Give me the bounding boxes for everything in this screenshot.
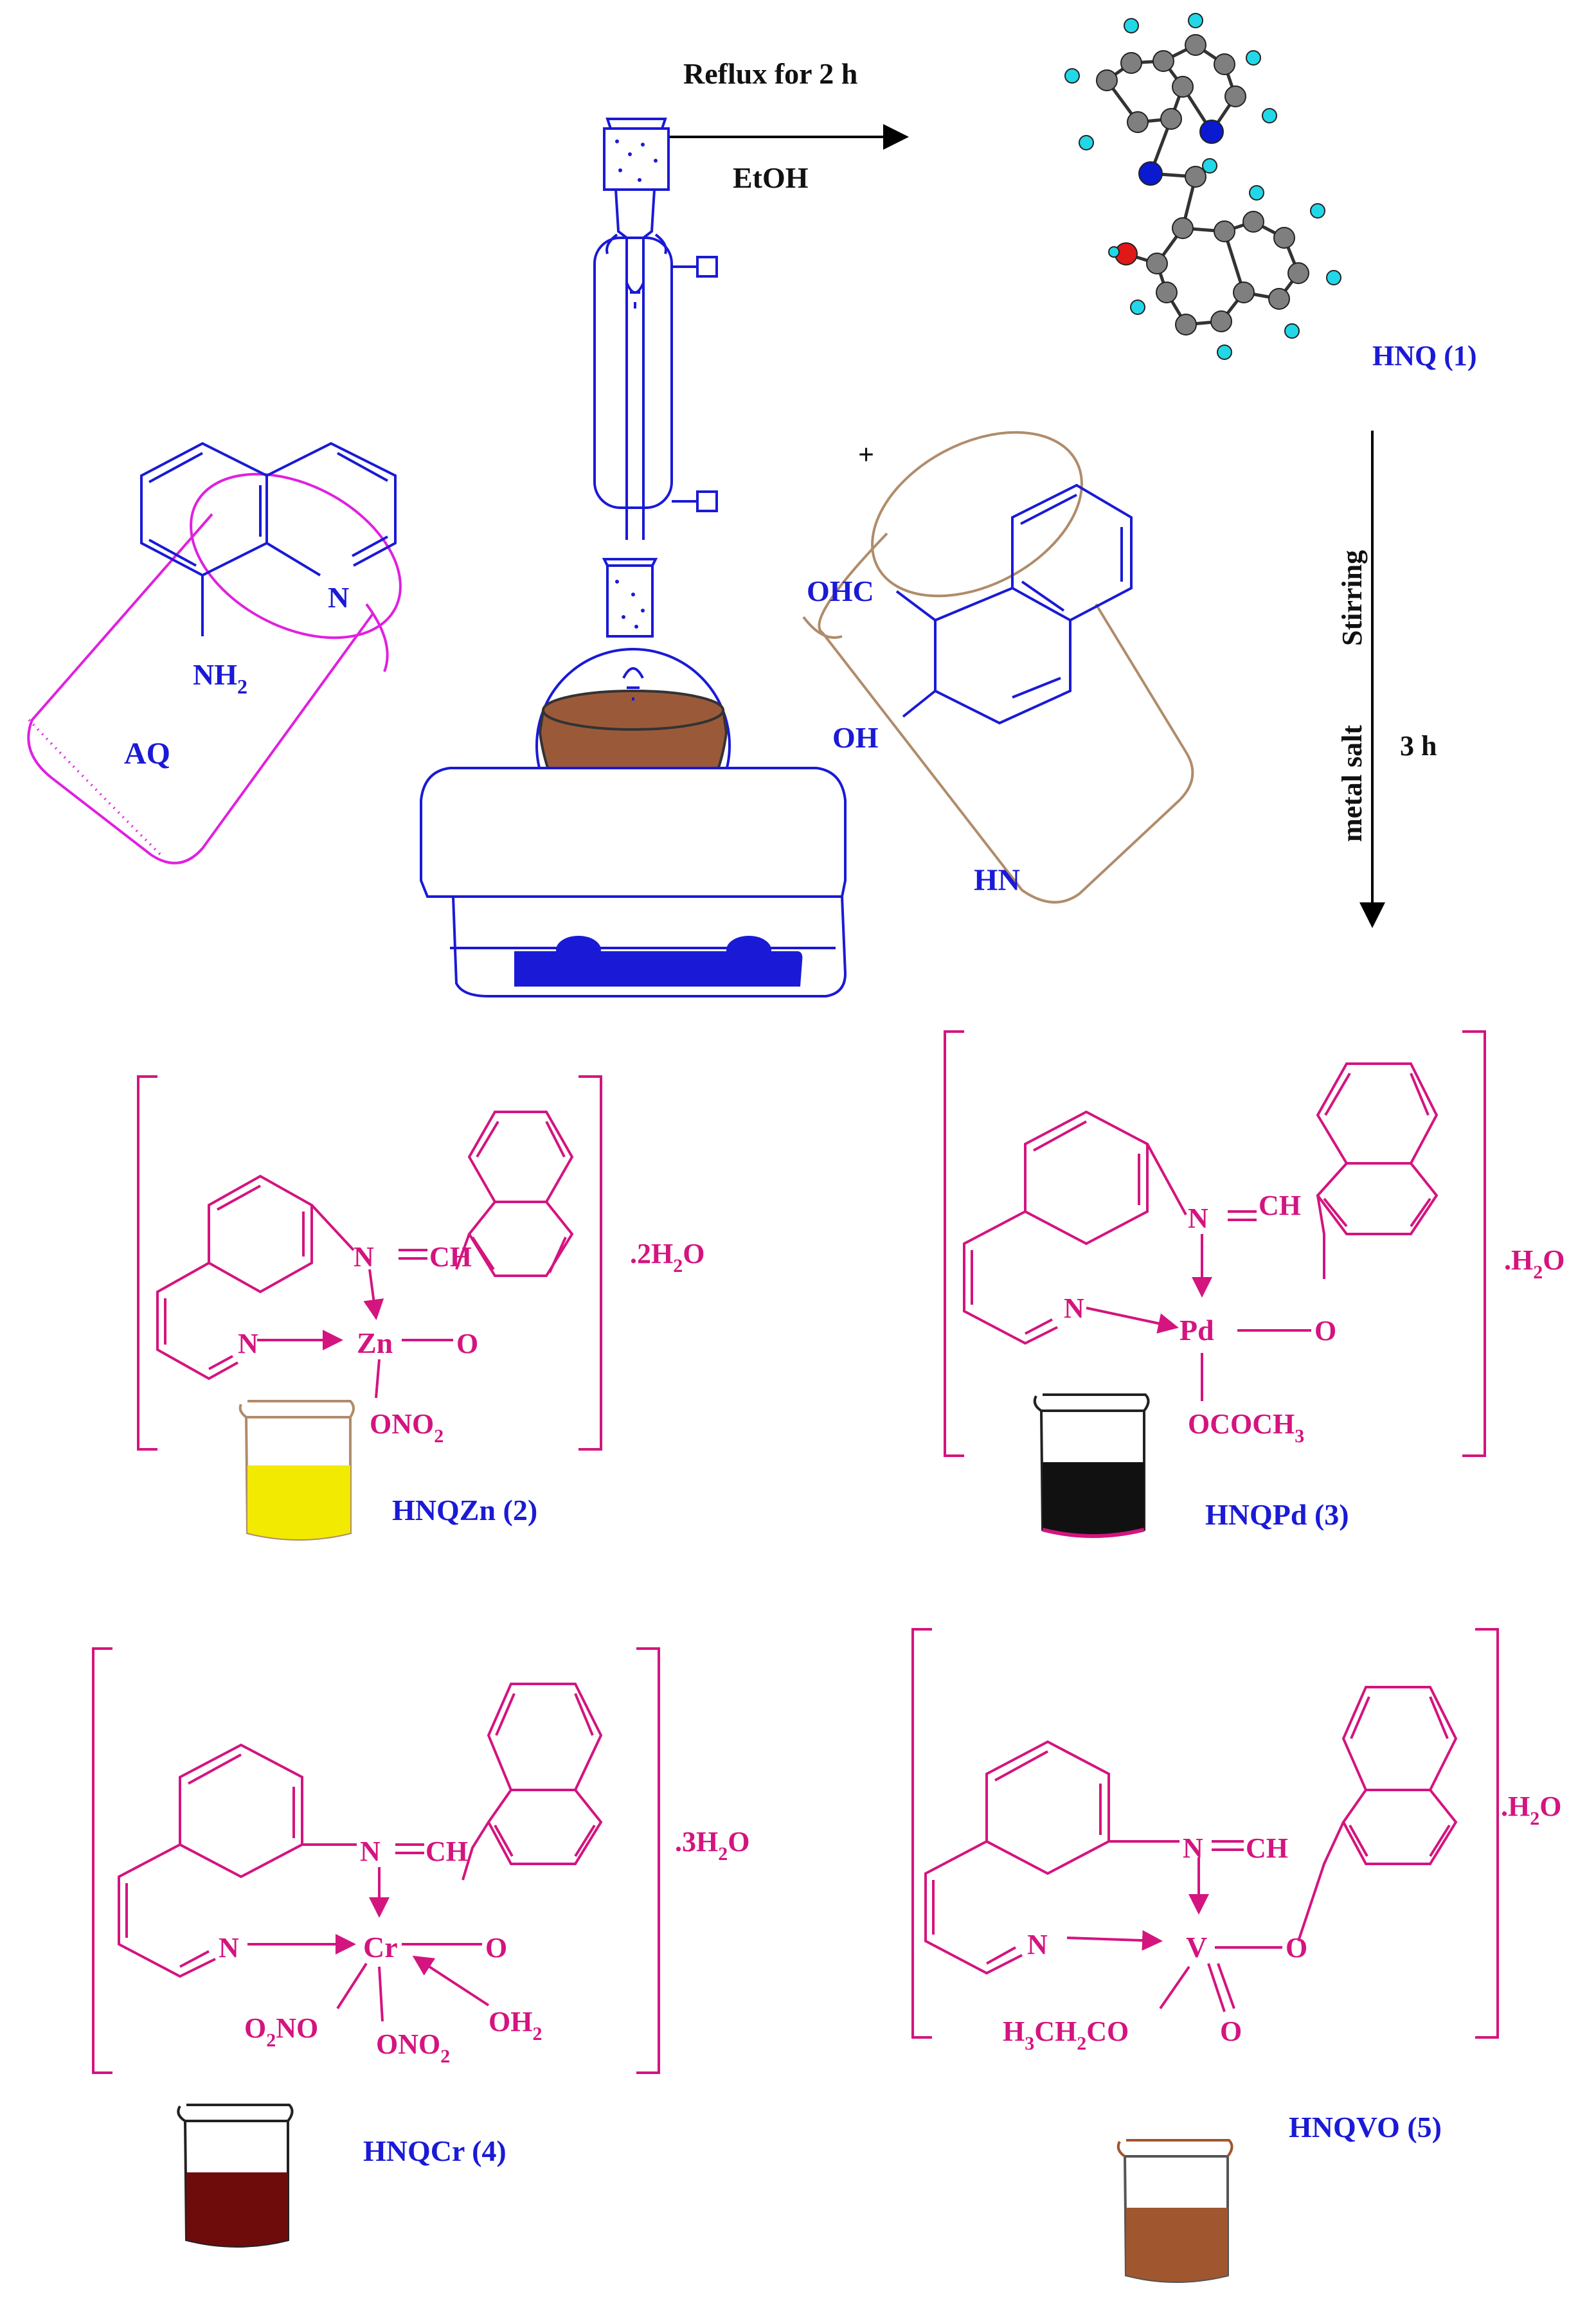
heater-knobs	[514, 936, 803, 987]
time-label: 3 h	[1400, 730, 1437, 762]
frit-dots	[615, 139, 658, 629]
vo-imine-n: N	[1183, 1832, 1203, 1864]
vo-n: N	[1027, 1929, 1048, 1960]
stirring-label: Stirring	[1336, 550, 1368, 646]
metal-salt-label: metal salt	[1336, 725, 1368, 842]
zn-metal: Zn	[357, 1327, 393, 1359]
vo-ch: CH	[1246, 1832, 1288, 1864]
pd-metal: Pd	[1179, 1314, 1214, 1346]
pd-imine-n: N	[1188, 1203, 1208, 1234]
cr-beaker	[177, 2104, 294, 2248]
cr-ligand-c: OH2	[489, 2006, 542, 2044]
complex-cr: N CH N Cr O O2NO ONO2 OH2 .3H2O HNQCr (4…	[92, 1647, 749, 2248]
pd-n: N	[1064, 1293, 1084, 1324]
vo-o: O	[1286, 1932, 1307, 1964]
vo-oxo: O	[1220, 2016, 1242, 2047]
aq-structure	[140, 442, 397, 636]
vo-metal: V	[1186, 1931, 1207, 1964]
zn-n: N	[238, 1328, 258, 1359]
hn-ohc: OHC	[807, 575, 874, 607]
zn-hydrate: .2H2O	[630, 1238, 704, 1276]
cr-imine-n: N	[360, 1836, 381, 1867]
zn-ligand: ONO2	[370, 1408, 444, 1447]
aq-beaker	[27, 472, 402, 864]
cr-hydrate: .3H2O	[675, 1826, 749, 1865]
hnq-atoms	[1064, 13, 1341, 360]
cr-o: O	[485, 1932, 507, 1964]
pd-ligand: OCOCH3	[1188, 1408, 1304, 1447]
pd-hydrate: .H2O	[1504, 1244, 1565, 1283]
complex-vo: N CH N V O O H3CH2CO .H2O HNQVO (5)	[911, 1628, 1561, 2283]
complex-pd: N CH N Pd O OCOCH3 .H2O HNQPd (3)	[944, 1030, 1565, 1538]
pd-beaker	[1033, 1393, 1150, 1538]
complex-zn: N CH N Zn O ONO2 .2H2O HNQZn (2)	[137, 1075, 704, 1541]
cr-ligand-a: O2NO	[244, 2012, 318, 2051]
vo-ligand: H3CH2CO	[1003, 2016, 1129, 2054]
solvent-label: EtOH	[733, 161, 809, 194]
hn-oh: OH	[832, 721, 879, 754]
aq-label: AQ	[124, 737, 170, 771]
zn-o: O	[456, 1328, 478, 1359]
vo-beaker	[1116, 2139, 1233, 2283]
reflux-apparatus	[420, 118, 847, 997]
cr-label: HNQCr (4)	[363, 2134, 507, 2167]
aq-n: N	[328, 581, 349, 614]
hnq-label: HNQ (1)	[1372, 340, 1477, 371]
vo-hydrate: .H2O	[1501, 1791, 1561, 1829]
zn-imine-n: N	[354, 1241, 374, 1273]
aq-nh2: NH2	[193, 658, 247, 698]
hn-beaker	[802, 431, 1194, 904]
pd-o: O	[1314, 1315, 1336, 1346]
zn-beaker	[238, 1400, 355, 1541]
cr-ch: CH	[426, 1836, 468, 1867]
pd-ch: CH	[1259, 1190, 1301, 1221]
hn-structure	[895, 483, 1133, 725]
cr-metal: Cr	[363, 1931, 398, 1964]
zn-label: HNQZn (2)	[392, 1494, 537, 1526]
cr-ligand-b: ONO2	[376, 2028, 450, 2067]
cr-n: N	[219, 1932, 239, 1964]
zn-ch: CH	[429, 1241, 472, 1273]
vo-label: HNQVO (5)	[1289, 2111, 1442, 2143]
hn-label: HN	[974, 863, 1020, 897]
reflux-condition: Reflux for 2 h	[683, 57, 857, 90]
pd-label: HNQPd (3)	[1205, 1498, 1349, 1531]
plus-sign: +	[858, 439, 874, 470]
